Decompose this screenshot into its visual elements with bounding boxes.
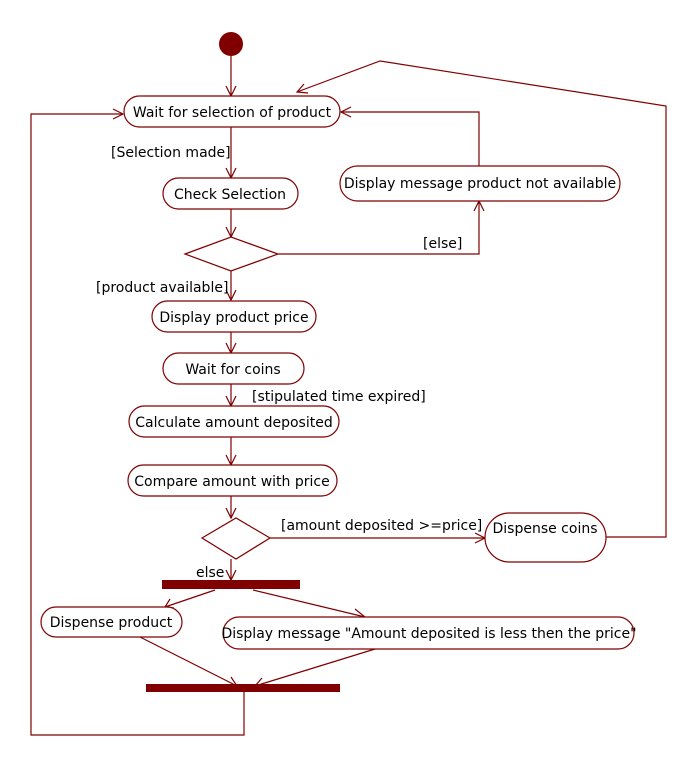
action-compare-amount: Compare amount with price bbox=[127, 464, 338, 497]
guard-else-dispense: else bbox=[196, 565, 224, 581]
edge-join-to-wait bbox=[30, 113, 245, 736]
action-not-available: Display message product not available bbox=[339, 165, 621, 202]
action-display-price: Display product price bbox=[151, 300, 317, 333]
action-calculate-amount: Calculate amount deposited bbox=[128, 405, 340, 438]
action-wait-coins: Wait for coins bbox=[162, 352, 305, 385]
action-wait-coins-label: Wait for coins bbox=[185, 362, 280, 378]
edge-not-available-to-wait bbox=[341, 111, 480, 166]
action-dispense-coins-label: Dispense coins bbox=[492, 521, 597, 537]
edge-decision-else-to-not-available bbox=[278, 201, 480, 255]
action-not-available-label: Display message product not available bbox=[344, 176, 616, 192]
edge-less-message-to-join bbox=[254, 648, 376, 687]
arrowhead bbox=[339, 106, 352, 118]
edge-fork-to-less-message bbox=[252, 589, 366, 618]
edges bbox=[30, 56, 667, 736]
action-display-price-label: Display product price bbox=[159, 310, 308, 326]
fork-bar bbox=[162, 580, 300, 589]
action-compare-amount-label: Compare amount with price bbox=[134, 474, 329, 490]
decision-node-amount bbox=[200, 517, 272, 560]
edge-dispense-coins-to-wait bbox=[296, 60, 667, 538]
action-check-selection-label: Check Selection bbox=[174, 187, 286, 203]
action-dispense-coins: Dispense coins bbox=[484, 512, 607, 563]
arrowhead bbox=[112, 108, 125, 120]
action-less-message-label: Display message "Amount deposited is les… bbox=[221, 626, 636, 642]
action-wait-selection: Wait for selection of product bbox=[123, 95, 341, 128]
join-bar bbox=[146, 684, 340, 692]
edge-dispense-product-to-join bbox=[139, 636, 238, 687]
guard-product-available: [product available] bbox=[96, 280, 228, 296]
action-check-selection: Check Selection bbox=[162, 177, 299, 210]
decision-node-availability bbox=[183, 236, 280, 272]
arrowhead bbox=[225, 507, 237, 520]
action-less-message: Display message "Amount deposited is les… bbox=[221, 616, 637, 650]
guard-amount-ge-price: [amount deposited >=price] bbox=[281, 518, 482, 534]
edge-fork-to-dispense-product bbox=[164, 589, 216, 608]
action-wait-selection-label: Wait for selection of product bbox=[133, 105, 332, 121]
guard-else-not-available: [else] bbox=[423, 236, 462, 252]
guard-selection-made: [Selection made] bbox=[111, 145, 231, 161]
action-calculate-amount-label: Calculate amount deposited bbox=[135, 415, 332, 431]
arrowhead bbox=[295, 83, 309, 94]
initial-node bbox=[219, 32, 243, 56]
action-dispense-product-label: Dispense product bbox=[50, 615, 173, 631]
guard-time-expired: [stipulated time expired] bbox=[252, 389, 426, 405]
arrowhead bbox=[225, 289, 237, 302]
action-dispense-product: Dispense product bbox=[40, 606, 183, 638]
